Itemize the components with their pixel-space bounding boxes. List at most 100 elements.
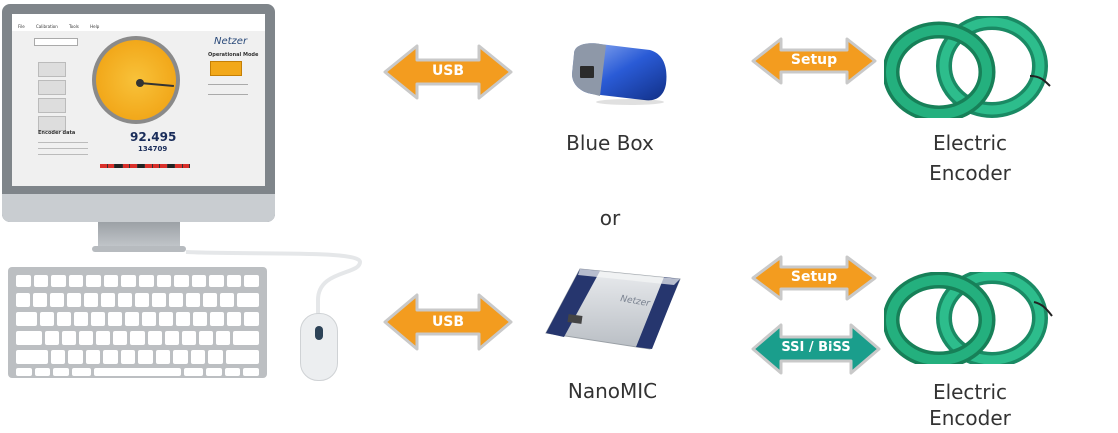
monitor-stand: [98, 222, 180, 248]
computer-monitor: File Calibration Tools Help Netzer Opera…: [2, 4, 275, 222]
keyboard-key: [191, 275, 207, 287]
encoder-bottom-label-line1: Electric: [932, 380, 1008, 404]
keyboard-key: [44, 331, 59, 345]
keyboard-key: [206, 368, 222, 376]
gauge-hub: [136, 79, 144, 87]
keyboard-key: [174, 275, 189, 287]
blue-box-device: [572, 43, 667, 105]
screen-side-button: [38, 98, 66, 113]
keyboard-key: [120, 350, 136, 364]
double-arrow-icon: [751, 323, 881, 375]
screen-connection-field: [34, 38, 78, 46]
screen-side-button: [38, 80, 66, 95]
keyboard-key: [51, 275, 66, 287]
keyboard-key: [61, 331, 76, 345]
keyboard-key: [107, 312, 122, 326]
keyboard-key: [134, 293, 149, 307]
keyboard-key: [158, 312, 173, 326]
keyboard-key: [16, 368, 32, 376]
screen-operational-mode: Operational Mode: [208, 52, 259, 58]
window-menu-bar: File Calibration Tools Help: [12, 23, 265, 31]
keyboard-key: [147, 331, 162, 345]
keyboard-key: [93, 368, 182, 376]
keyboard-key: [173, 350, 188, 364]
screen-data-lines: [38, 138, 88, 162]
keyboard-key: [202, 293, 217, 307]
keyboard-key: [113, 331, 128, 345]
setup-arrow-top: Setup: [751, 37, 877, 85]
keyboard-key: [83, 293, 98, 307]
usb-arrow-top: USB: [383, 44, 513, 100]
keyboard-key: [175, 312, 190, 326]
menu-item-calibration: Calibration: [35, 24, 58, 29]
monitor-stand-base: [92, 246, 186, 252]
keyboard-key: [56, 312, 71, 326]
usb-arrow-bottom: USB: [383, 293, 513, 351]
keyboard-key: [209, 312, 224, 326]
setup-arrow-top-label: Setup: [790, 52, 838, 68]
menu-item-help: Help: [90, 24, 100, 29]
electric-encoder-bottom: [884, 272, 1053, 364]
keyboard-key: [130, 331, 145, 345]
keyboard-key: [100, 293, 115, 307]
keyboard-key: [68, 275, 84, 287]
monitor-screen: File Calibration Tools Help Netzer Opera…: [12, 14, 265, 186]
menu-item-file: File: [18, 24, 25, 29]
keyboard-key: [151, 293, 166, 307]
keyboard-key: [236, 293, 259, 307]
keyboard-key: [53, 368, 69, 376]
keyboard-key: [34, 368, 51, 376]
double-arrow-icon: [383, 293, 513, 351]
keyboard-key: [164, 331, 179, 345]
or-label: or: [599, 206, 621, 230]
ssi-biss-arrow: SSI / BiSS: [751, 323, 881, 375]
keyboard-key: [226, 275, 242, 287]
double-arrow-icon: [383, 44, 513, 100]
screen-operational-button: [210, 61, 242, 76]
keyboard-key: [233, 331, 259, 345]
keyboard-key: [16, 275, 31, 287]
blue-box-label: Blue Box: [566, 131, 654, 155]
keyboard-key: [16, 293, 30, 307]
keyboard-key: [68, 350, 83, 364]
screen-brand-logo: Netzer: [214, 36, 248, 47]
keyboard-key: [184, 368, 204, 376]
usb-arrow-bottom-label: USB: [431, 314, 465, 330]
keyboard-key: [117, 293, 132, 307]
keyboard-key: [16, 312, 37, 326]
mouse-cable: [185, 250, 363, 314]
keyboard-key: [181, 331, 197, 345]
keyboard-key: [192, 312, 207, 326]
nanomic-device: Netzer: [545, 268, 681, 350]
screen-side-button: [38, 116, 66, 131]
keyboard-key: [156, 275, 172, 287]
keyboard-key: [185, 293, 200, 307]
keyboard-key: [16, 350, 48, 364]
double-arrow-icon: [751, 255, 877, 301]
keyboard-key: [243, 368, 259, 376]
ssi-biss-arrow-label: SSI / BiSS: [781, 340, 851, 355]
keyboard-key: [103, 350, 118, 364]
keyboard-key: [73, 312, 88, 326]
keyboard-key: [216, 331, 231, 345]
keyboard-key: [85, 350, 101, 364]
keyboard-key: [96, 331, 111, 345]
keyboard-key: [226, 312, 241, 326]
keyboard-key: [155, 350, 171, 364]
keyboard-key: [103, 275, 119, 287]
keyboard-key: [121, 275, 136, 287]
keyboard-key: [50, 350, 66, 364]
keyboard-key: [86, 275, 101, 287]
double-arrow-icon: [751, 37, 877, 85]
keyboard-key: [33, 275, 49, 287]
screen-reading: 92.495: [130, 130, 177, 144]
keyboard-key: [225, 350, 259, 364]
encoder-top-label-line2: Encoder: [929, 161, 1011, 185]
keyboard-key: [168, 293, 183, 307]
keyboard-key: [32, 293, 47, 307]
keyboard-key: [16, 331, 42, 345]
keyboard: [8, 267, 267, 378]
keyboard-key: [199, 331, 214, 345]
menu-item-tools: Tools: [69, 24, 79, 29]
window-title-bar: [12, 14, 265, 23]
